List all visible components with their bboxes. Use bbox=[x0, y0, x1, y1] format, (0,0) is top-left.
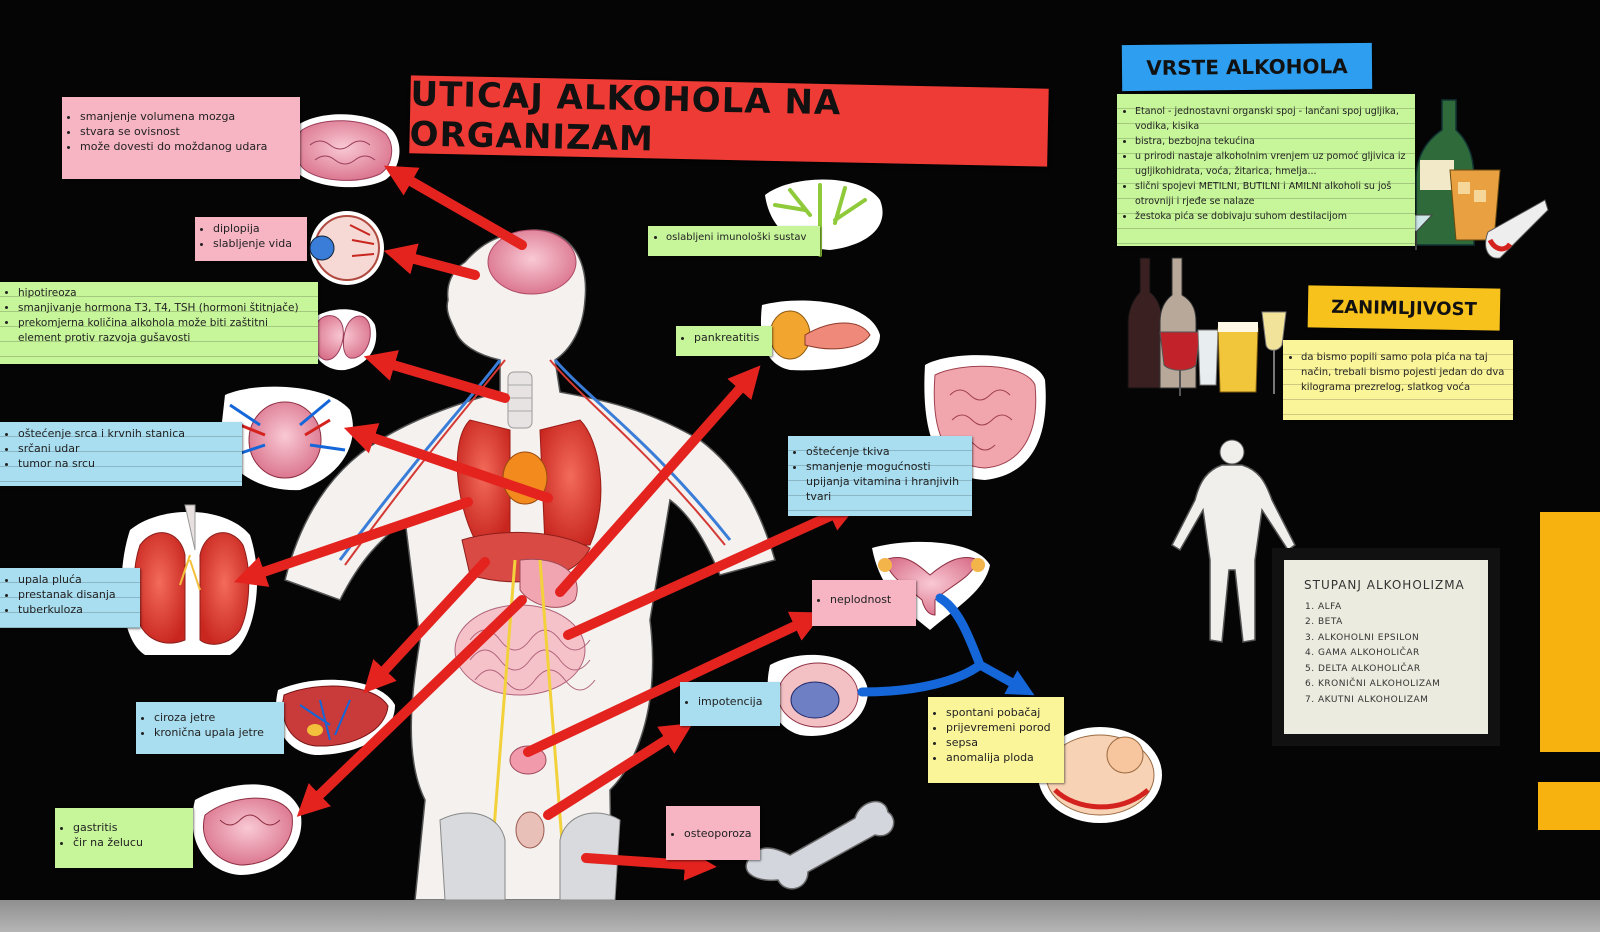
stupanj-item: ALFA bbox=[1318, 600, 1478, 616]
stomach-illustration bbox=[192, 784, 302, 875]
drinks-illustration bbox=[1398, 99, 1549, 259]
stomach-note-item: gastritis bbox=[73, 820, 185, 835]
intestine-note-item: oštećenje tkiva bbox=[806, 444, 964, 459]
stupanj-item: DELTA ALKOHOLIČAR bbox=[1318, 662, 1478, 678]
lungs-note-item: upala pluća bbox=[18, 572, 132, 587]
heart-illustration bbox=[220, 386, 353, 491]
liver-note-item: ciroza jetre bbox=[154, 710, 276, 725]
thyroid-note-item: prekomjerna količina alkohola može biti … bbox=[18, 316, 310, 346]
stupanj-item: ALKOHOLNI EPSILON bbox=[1318, 631, 1478, 647]
orange-paper-edge bbox=[1540, 512, 1600, 752]
vrste-item: bistra, bezbojna tekućina bbox=[1135, 134, 1407, 149]
vrste-item: u prirodi nastaje alkoholnim vrenjem uz … bbox=[1135, 149, 1407, 179]
eye-note-item: diplopija bbox=[213, 221, 299, 236]
blue-arrows bbox=[857, 593, 1035, 697]
stomach-note: gastritis čir na želucu bbox=[55, 808, 193, 868]
heart-note-item: oštećenje srca i krvnih stanica bbox=[18, 426, 234, 441]
bone-note-item: osteoporoza bbox=[684, 826, 752, 841]
stupanj-alkoholizma-card: STUPANJ ALKOHOLIZMA ALFA BETA ALKOHOLNI … bbox=[1272, 548, 1500, 746]
human-outline-illustration bbox=[1171, 439, 1296, 643]
pregnancy-note-item: anomalija ploda bbox=[946, 750, 1056, 765]
vrste-alkohola-title: VRSTE ALKOHOLA bbox=[1146, 54, 1348, 80]
orange-paper-edge bbox=[1538, 782, 1600, 830]
heart-note-item: tumor na srcu bbox=[18, 456, 234, 471]
stomach-note-item: čir na želucu bbox=[73, 835, 185, 850]
pregnancy-note-item: sepsa bbox=[946, 735, 1056, 750]
thyroid-note: hipotireoza smanjivanje hormona T3, T4, … bbox=[0, 282, 318, 364]
liver-note: ciroza jetre kronična upala jetre bbox=[136, 702, 284, 754]
immune-note-item: oslabljeni imunološki sustav bbox=[666, 230, 812, 245]
heart-note-item: srčani udar bbox=[18, 441, 234, 456]
poster-title: UTICAJ ALKOHOLA NA ORGANIZAM bbox=[409, 74, 842, 160]
liver-note-item: kronična upala jetre bbox=[154, 725, 276, 740]
fetus-illustration bbox=[1038, 727, 1162, 823]
zanimljivost-note: da bismo popili samo pola pića na taj na… bbox=[1283, 340, 1513, 420]
stupanj-item: BETA bbox=[1318, 615, 1478, 631]
thyroid-note-item: smanjivanje hormona T3, T4, TSH (hormoni… bbox=[18, 301, 310, 316]
lungs-note-item: prestanak disanja bbox=[18, 587, 132, 602]
uterus-illustration bbox=[872, 541, 990, 630]
thyroid-illustration bbox=[309, 309, 377, 371]
intestine-note: oštećenje tkiva smanjenje mogućnosti upi… bbox=[788, 436, 972, 516]
zanimljivost-item: da bismo popili samo pola pića na taj na… bbox=[1301, 350, 1505, 395]
pregnancy-note: spontani pobačaj prijevremeni porod seps… bbox=[928, 697, 1064, 783]
pancreas-note-item: pankreatitis bbox=[694, 330, 764, 345]
lungs-note: upala pluća prestanak disanja tuberkuloz… bbox=[0, 568, 140, 628]
impotence-note-item: impotencija bbox=[698, 694, 772, 709]
zanimljivost-label: ZANIMLJIVOST bbox=[1307, 285, 1501, 331]
vrste-alkohola-note: Etanol - jednostavni organski spoj - lan… bbox=[1117, 94, 1415, 246]
pregnancy-note-item: spontani pobačaj bbox=[946, 705, 1056, 720]
vrste-item: žestoka pića se dobivaju suhom destilaci… bbox=[1135, 209, 1407, 224]
stupanj-title: STUPANJ ALKOHOLIZMA bbox=[1304, 578, 1465, 592]
brain-illustration bbox=[288, 114, 400, 188]
eye-illustration bbox=[309, 211, 384, 285]
lungs-illustration bbox=[121, 504, 258, 655]
bone-illustration bbox=[745, 800, 895, 890]
kidney-illustration bbox=[767, 654, 868, 736]
pregnancy-note-item: prijevremeni porod bbox=[946, 720, 1056, 735]
brain-note: smanjenje volumena mozga stvara se ovisn… bbox=[62, 97, 300, 179]
brain-note-item: može dovesti do moždanog udara bbox=[80, 139, 292, 154]
heart-note: oštećenje srca i krvnih stanica srčani u… bbox=[0, 422, 242, 486]
brain-note-item: smanjenje volumena mozga bbox=[80, 109, 292, 124]
stupanj-item: KRONIČNI ALKOHOLIZAM bbox=[1318, 677, 1478, 693]
stupanj-item: GAMA ALKOHOLIČAR bbox=[1318, 646, 1478, 662]
impotence-note: impotencija bbox=[680, 682, 780, 726]
infertility-note-item: neplodnost bbox=[830, 592, 908, 607]
intestine-note-item: smanjenje mogućnosti upijanja vitamina i… bbox=[806, 459, 964, 504]
vrste-alkohola-label: VRSTE ALKOHOLA bbox=[1121, 42, 1373, 92]
poster-title-banner: UTICAJ ALKOHOLA NA ORGANIZAM bbox=[409, 74, 1049, 167]
eye-note-item: slabljenje vida bbox=[213, 236, 299, 251]
eye-note: diplopija slabljenje vida bbox=[195, 217, 307, 261]
immune-note: oslabljeni imunološki sustav bbox=[648, 226, 820, 256]
liver-illustration bbox=[275, 679, 395, 755]
vrste-item: Etanol - jednostavni organski spoj - lan… bbox=[1135, 104, 1407, 134]
pancreas-note: pankreatitis bbox=[676, 326, 772, 356]
brain-note-item: stvara se ovisnost bbox=[80, 124, 292, 139]
red-arrows bbox=[233, 165, 860, 881]
bottles-illustration bbox=[1127, 257, 1287, 396]
floor bbox=[0, 900, 1600, 932]
thyroid-note-item: hipotireoza bbox=[18, 286, 310, 301]
vrste-item: slični spojevi METILNI, BUTILNI i AMILNI… bbox=[1135, 179, 1407, 209]
pancreas-illustration bbox=[760, 300, 880, 371]
infertility-note: neplodnost bbox=[812, 580, 916, 626]
bone-note: osteoporoza bbox=[666, 806, 760, 860]
stupanj-item: AKUTNI ALKOHOLIZAM bbox=[1318, 693, 1478, 709]
zanimljivost-title: ZANIMLJIVOST bbox=[1330, 296, 1478, 320]
lungs-note-item: tuberkuloza bbox=[18, 602, 132, 617]
